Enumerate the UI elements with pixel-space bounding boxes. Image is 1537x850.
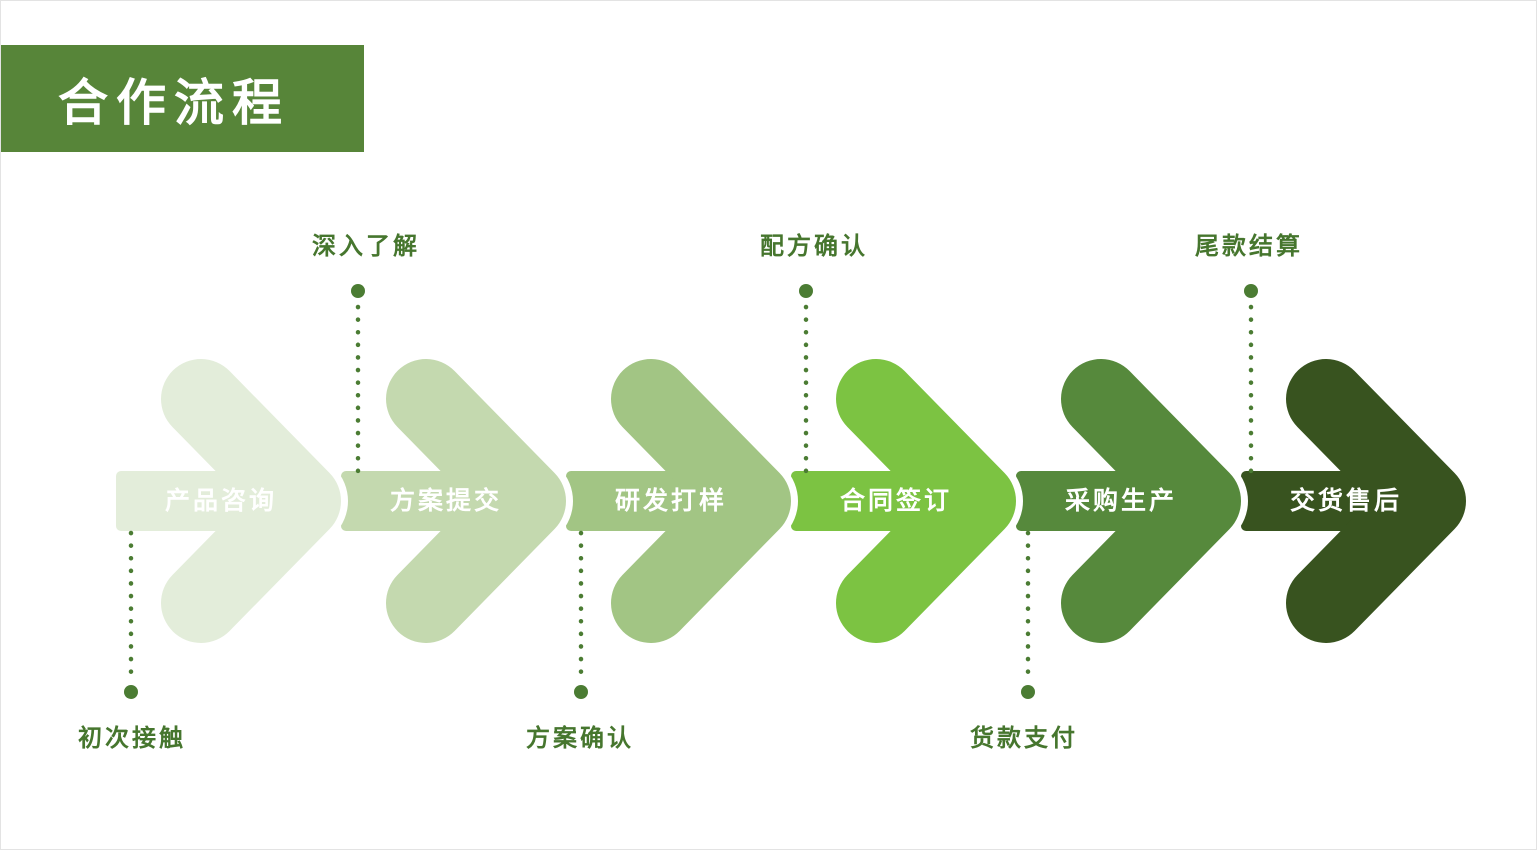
milestone-label-bottom: 初次接触	[78, 725, 186, 752]
milestone-dot	[351, 284, 365, 298]
process-step: 产品咨询	[116, 351, 356, 651]
milestone-dot	[799, 284, 813, 298]
process-step: 合同签订	[791, 351, 1031, 651]
milestone-connector-bottom	[574, 530, 588, 699]
process-step: 交货售后	[1241, 351, 1481, 651]
arrow-bar	[791, 471, 925, 531]
arrow-shape	[341, 352, 573, 650]
milestone-connector-bottom	[124, 530, 138, 699]
process-step: 采购生产	[1016, 351, 1256, 651]
arrow-head	[1061, 359, 1241, 643]
arrow-head	[611, 359, 791, 643]
arrow-shape	[566, 352, 798, 650]
process-step: 研发打样	[566, 351, 806, 651]
arrow-bar	[1241, 471, 1375, 531]
page-title: 合作流程	[58, 74, 290, 131]
milestone-label-top: 尾款结算	[1195, 233, 1303, 260]
milestone-label-top: 配方确认	[760, 233, 868, 260]
milestone-connector-top	[351, 284, 365, 474]
process-step: 方案提交	[341, 351, 581, 651]
title-banner: 合作流程	[1, 45, 364, 152]
milestone-label-top: 深入了解	[312, 233, 420, 260]
milestone-connector-top	[799, 284, 813, 474]
milestone-label-bottom: 方案确认	[526, 725, 634, 752]
milestone-dot	[1021, 685, 1035, 699]
milestone-label-bottom: 货款支付	[970, 725, 1078, 752]
arrow-head	[161, 359, 341, 643]
arrow-shape	[791, 352, 1023, 650]
step-label: 方案提交	[389, 487, 502, 515]
step-label: 合同签订	[839, 487, 952, 515]
step-label: 采购生产	[1064, 487, 1177, 515]
arrow-bar	[566, 471, 700, 531]
step-label: 研发打样	[614, 487, 727, 515]
arrow-bar	[341, 471, 475, 531]
milestone-connector-top	[1244, 284, 1258, 474]
arrow-shape	[116, 352, 348, 650]
arrow-head	[836, 359, 1016, 643]
arrow-shape	[1241, 352, 1473, 650]
step-label: 交货售后	[1289, 487, 1402, 515]
milestone-dot	[124, 685, 138, 699]
arrow-head	[1286, 359, 1466, 643]
milestone-dot	[574, 685, 588, 699]
milestone-connector-bottom	[1021, 530, 1035, 699]
arrow-head	[386, 359, 566, 643]
step-label: 产品咨询	[164, 487, 277, 515]
arrow-bar	[116, 471, 250, 531]
milestone-dot	[1244, 284, 1258, 298]
arrow-bar	[1016, 471, 1150, 531]
arrow-shape	[1016, 352, 1248, 650]
